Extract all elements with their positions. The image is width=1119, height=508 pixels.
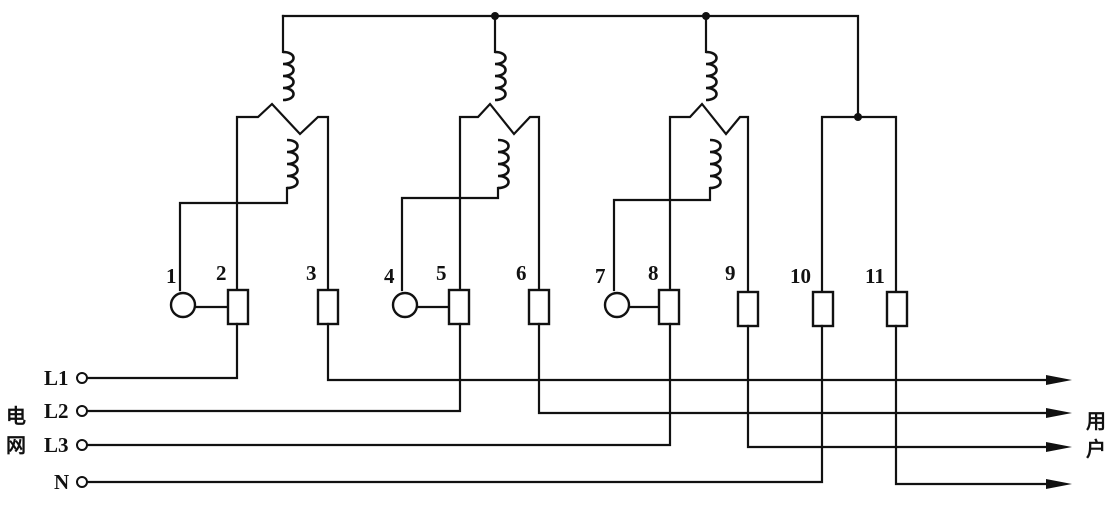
arrow-L3 [1046, 442, 1072, 452]
arrow-L2 [1046, 408, 1072, 418]
terminal-label-2: 2 [216, 261, 227, 285]
meter-element-3 [612, 14, 750, 309]
top-bus-wire [281, 14, 860, 119]
L2-open-terminal [76, 405, 88, 417]
L2-input-wire [86, 322, 462, 413]
user-label-char-1: 用 [1086, 409, 1106, 433]
L3-output-wire [746, 324, 1062, 449]
grid-label-char-1: 电 [6, 404, 26, 428]
N-output-wire [894, 324, 1062, 486]
terminal-label-10: 10 [790, 264, 811, 288]
terminal-7-circle [603, 291, 631, 319]
terminal-4-circle [391, 291, 419, 319]
L3-open-terminal [76, 439, 88, 451]
terminal-6-block [527, 288, 551, 326]
user-label-char-2: 户 [1086, 437, 1106, 461]
terminal-label-9: 9 [725, 261, 736, 285]
line-label-L1: L1 [44, 366, 69, 390]
terminal-label-11: 11 [865, 264, 885, 288]
terminal-3-block [316, 288, 340, 326]
terminal-8-block [657, 288, 681, 326]
line-label-L2: L2 [44, 399, 69, 423]
line-label-L3: L3 [44, 433, 69, 457]
neutral-pass-wires [820, 115, 898, 292]
terminal-label-4: 4 [384, 264, 395, 288]
L1-output-wire [326, 322, 1062, 382]
line-label-N: N [54, 470, 69, 494]
arrow-L1 [1046, 375, 1072, 385]
L1-open-terminal [76, 372, 88, 384]
terminal-label-8: 8 [648, 261, 659, 285]
meter-element-2 [400, 14, 541, 309]
terminal-1-circle [169, 291, 197, 319]
terminal-9-block [736, 290, 760, 328]
arrow-N [1046, 479, 1072, 489]
N-open-terminal [76, 476, 88, 488]
terminal-10-block [811, 290, 835, 328]
L3-input-wire [86, 322, 672, 447]
terminal-label-1: 1 [166, 264, 177, 288]
terminal-5-block [447, 288, 471, 326]
L1-input-wire [86, 322, 239, 380]
terminal-label-3: 3 [306, 261, 317, 285]
terminal-label-7: 7 [595, 264, 606, 288]
terminal-label-6: 6 [516, 261, 527, 285]
terminal-2-block [226, 288, 250, 326]
L2-output-wire [537, 322, 1062, 415]
terminal-11-block [885, 290, 909, 328]
terminal-label-5: 5 [436, 261, 447, 285]
meter-element-1 [178, 14, 330, 309]
N-input-wire [86, 324, 824, 484]
grid-label-char-2: 网 [6, 433, 26, 457]
